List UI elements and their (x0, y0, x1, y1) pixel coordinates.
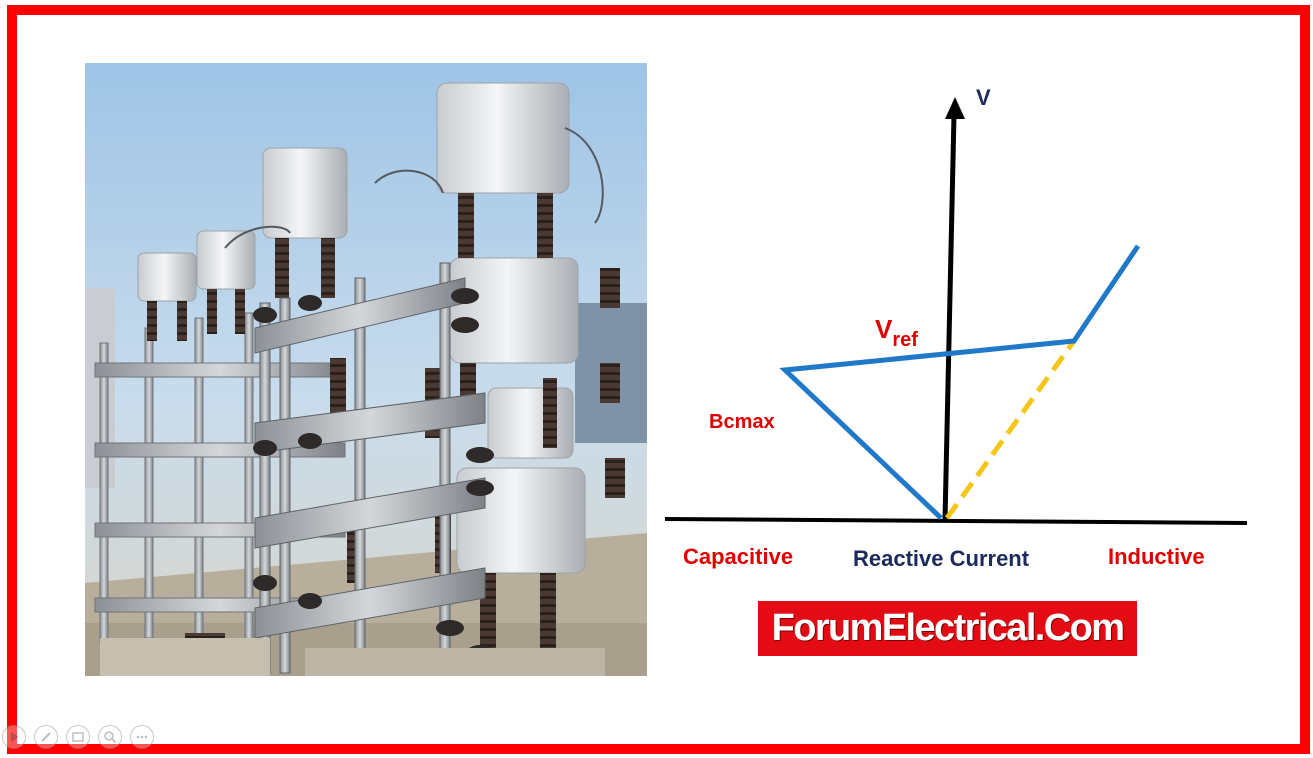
axis-label-v: V (976, 85, 991, 110)
capacitive-label: Capacitive (683, 544, 793, 569)
bcmax-label: Bcmax (709, 411, 775, 433)
vref-main: V (875, 314, 893, 344)
svc-vi-characteristic-diagram: V Vref Bcmax Capacitive Reactive Current… (655, 75, 1275, 595)
svc-equipment-photo (85, 63, 647, 676)
vref-label: Vref (875, 314, 918, 351)
reactive-current-label: Reactive Current (853, 546, 1030, 571)
play-icon[interactable] (2, 725, 26, 749)
x-axis (664, 517, 1248, 525)
inductive-label: Inductive (1108, 544, 1205, 569)
dashed-line (944, 339, 1077, 520)
banner-text: ForumElectrical.Com (771, 607, 1125, 649)
red-border-frame (7, 5, 1310, 754)
pen-icon[interactable] (34, 725, 58, 749)
more-icon[interactable] (130, 725, 154, 749)
zoom-icon[interactable] (98, 725, 122, 749)
slides-icon[interactable] (66, 725, 90, 749)
forumelectrical-banner: ForumElectrical.Com (758, 601, 1137, 656)
vi-characteristic-line (779, 244, 1141, 520)
y-axis (942, 114, 957, 521)
slideshow-toolbar (2, 725, 154, 753)
y-axis-arrowhead (945, 97, 965, 119)
vref-sub: ref (892, 329, 918, 351)
